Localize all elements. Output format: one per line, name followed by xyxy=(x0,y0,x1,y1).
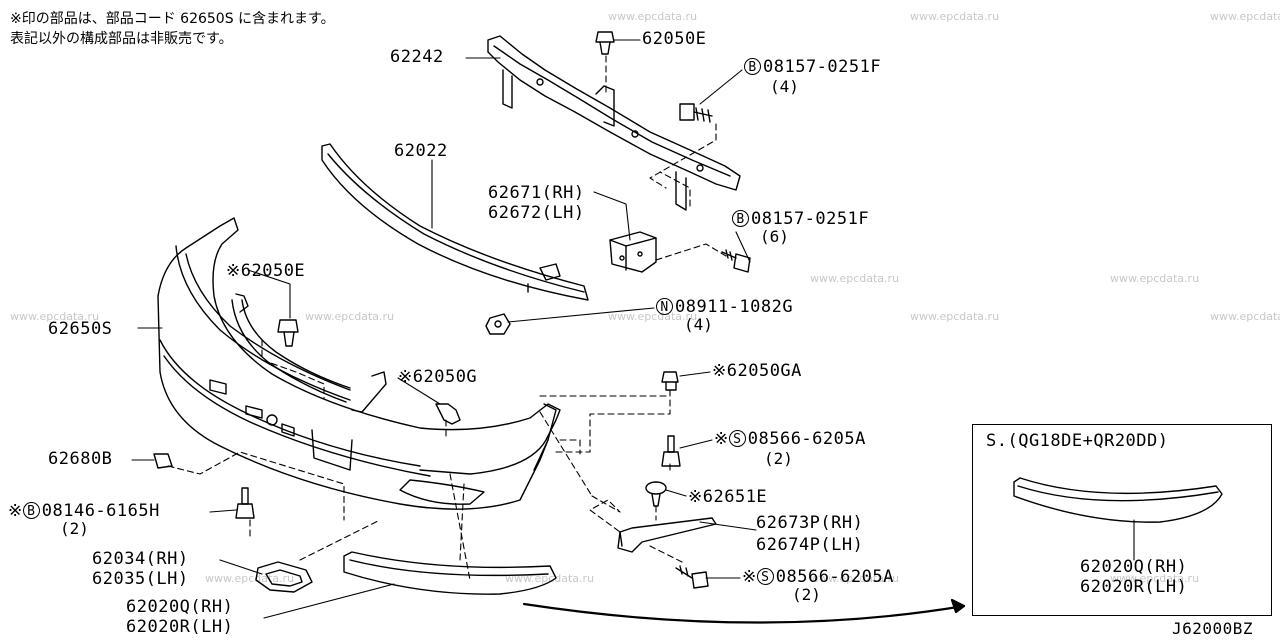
watermark: www.epcdata.ru xyxy=(1110,572,1200,585)
label-62671: 62671(RH) xyxy=(488,183,585,203)
label-62035: 62035(LH) xyxy=(92,569,189,589)
inset-label-62020R: 62020R(LH) xyxy=(1080,577,1188,597)
leader-lines xyxy=(131,39,1135,619)
clip-62050GA xyxy=(661,371,679,391)
inset-box xyxy=(972,424,1272,616)
clip-62651E xyxy=(645,481,667,507)
bolt-08146 xyxy=(235,487,255,519)
watermark: www.epcdata.ru xyxy=(10,310,100,323)
watermark: www.epcdata.ru xyxy=(910,310,1000,323)
screw-symbol-s: S xyxy=(728,430,746,447)
watermark: www.epcdata.ru xyxy=(810,272,900,285)
bolt-symbol-b: B xyxy=(22,502,40,519)
clip-62050E-top xyxy=(595,31,615,55)
label-62020R: 62020R(LH) xyxy=(126,617,234,637)
inset-moulding xyxy=(1013,477,1223,523)
note-line-2: 表記以外の構成部品は非販売です。 xyxy=(10,31,233,47)
clip-62050E-mid xyxy=(277,319,299,347)
watermark: www.epcdata.ru xyxy=(910,10,1000,23)
nut-symbol-n: N xyxy=(656,298,673,315)
bolt-symbol-b: B xyxy=(744,58,761,75)
watermark: www.epcdata.ru xyxy=(1110,272,1200,285)
diagram-code: J62000BZ xyxy=(1172,619,1254,638)
label-62050GA: ※62050GA xyxy=(712,361,802,381)
label-62672: 62672(LH) xyxy=(488,203,585,223)
label-62022: 62022 xyxy=(394,141,448,161)
label-62680B: 62680B xyxy=(48,449,113,469)
watermark: www.epcdata.ru xyxy=(608,310,698,323)
label-62242: 62242 xyxy=(390,47,444,67)
note-line-1: ※印の部品は、部品コード 62650S に含まれます。 xyxy=(10,11,335,27)
qty-08146: (2) xyxy=(60,519,89,538)
clip-62680B xyxy=(153,453,173,469)
upper-member-62242 xyxy=(487,35,741,211)
bolt-08157-a xyxy=(679,103,713,123)
bracket-62673P xyxy=(617,517,717,553)
inset-label-62020Q: 62020Q(RH) xyxy=(1080,557,1188,577)
qty-08566-a: (2) xyxy=(764,449,793,468)
bolt-symbol-b: B xyxy=(732,210,749,227)
bumper-fascia-62650S xyxy=(157,217,561,510)
label-62050G: ※62050G xyxy=(398,367,478,387)
label-62034: 62034(RH) xyxy=(92,549,189,569)
moulding-62020Q xyxy=(343,551,557,595)
label-62673P: 62673P(RH) xyxy=(756,513,864,533)
arrow-to-inset xyxy=(522,598,966,624)
label-62020Q: 62020Q(RH) xyxy=(126,597,234,617)
label-62050E-mid: ※62050E xyxy=(226,261,306,281)
reinforcement-62022 xyxy=(321,143,589,301)
label-62650S: 62650S xyxy=(48,319,113,339)
watermark: www.epcdata.ru xyxy=(810,572,900,585)
label-62674P: 62674P(LH) xyxy=(756,535,864,555)
qty-08566-b: (2) xyxy=(792,585,821,604)
inset-title: S.(QG18DE+QR20DD) xyxy=(986,431,1169,451)
bolt-08157-b xyxy=(721,249,751,273)
screw-08566-b xyxy=(675,565,709,589)
watermark: www.epcdata.ru xyxy=(1210,310,1280,323)
screw-08566-a xyxy=(661,435,681,467)
label-62651E: ※62651E xyxy=(688,487,768,507)
watermark: www.epcdata.ru xyxy=(205,572,295,585)
bracket-62671 xyxy=(609,231,657,273)
dashed-guides xyxy=(167,55,727,581)
watermark: www.epcdata.ru xyxy=(305,310,395,323)
label-62050E-top: 62050E xyxy=(642,29,707,49)
qty-08157-a: (4) xyxy=(770,77,799,96)
screw-symbol-s: S xyxy=(756,568,774,585)
qty-08911: (4) xyxy=(684,315,713,334)
nut-08911 xyxy=(485,313,511,335)
grille-62034 xyxy=(255,561,313,593)
qty-08157-b: (6) xyxy=(760,227,789,246)
clip-62050G xyxy=(435,403,461,425)
watermark: www.epcdata.ru xyxy=(1210,10,1280,23)
watermark: www.epcdata.ru xyxy=(608,10,698,23)
